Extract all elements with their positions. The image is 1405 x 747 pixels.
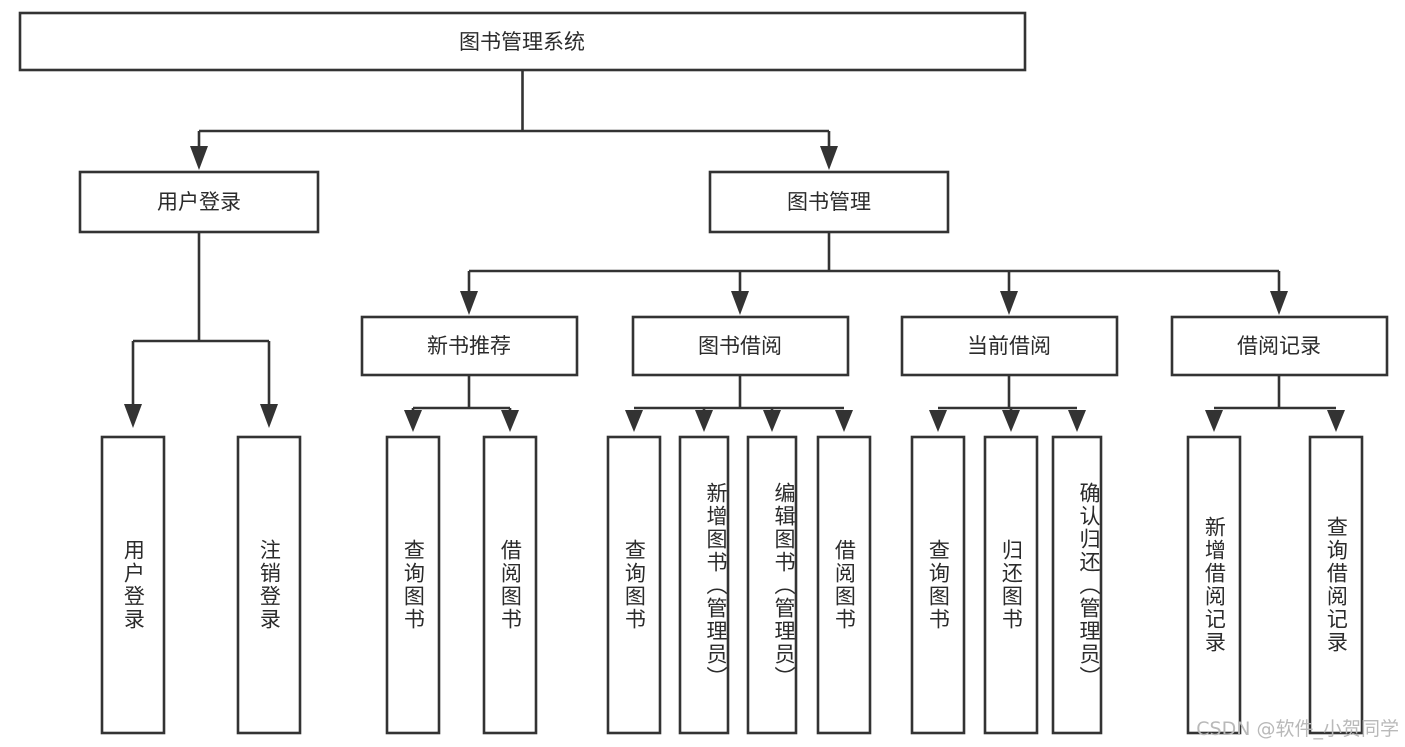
- leaf-box-return-book[interactable]: [983, 435, 1039, 735]
- arrow-current-borrow-leaf2-icon: [1002, 410, 1020, 432]
- leaf-box-query-book-rec[interactable]: [385, 435, 441, 735]
- node-user-login[interactable]: 用户登录: [78, 170, 320, 234]
- connector-group-new-book-rec: [404, 375, 519, 432]
- connector-group-borrow-record: [1205, 375, 1345, 432]
- node-book-manage-label: 图书管理: [787, 190, 871, 214]
- arrow-book-borrow-leaf4-icon: [835, 410, 853, 432]
- arrow-to-new-book-rec-icon: [460, 291, 478, 315]
- arrow-root-to-user-login-icon: [190, 146, 208, 170]
- leaf-box-borrow-book-rec[interactable]: [482, 435, 538, 735]
- arrow-borrow-record-leaf1-icon: [1205, 410, 1223, 432]
- node-book-manage-box[interactable]: [708, 170, 950, 234]
- leaf-boxes: [100, 435, 1364, 735]
- arrow-new-book-rec-leaf1-icon: [404, 410, 422, 432]
- node-root-label: 图书管理系统: [459, 30, 585, 54]
- node-book-borrow-label: 图书借阅: [698, 334, 782, 358]
- leaf-box-query-record[interactable]: [1308, 435, 1364, 735]
- arrow-current-borrow-leaf3-icon: [1068, 410, 1086, 432]
- connector-group-book-manage: [460, 232, 1288, 315]
- arrow-to-borrow-record-icon: [1270, 291, 1288, 315]
- node-book-borrow[interactable]: 图书借阅: [631, 315, 850, 377]
- connector-group-root: [190, 70, 838, 170]
- node-current-borrow-box[interactable]: [900, 315, 1119, 377]
- arrow-current-borrow-leaf1-icon: [929, 410, 947, 432]
- leaf-box-confirm-return[interactable]: [1051, 435, 1103, 735]
- arrow-root-to-book-manage-icon: [820, 146, 838, 170]
- leaf-box-query-book-cb[interactable]: [910, 435, 966, 735]
- arrow-to-book-borrow-icon: [731, 291, 749, 315]
- arrow-book-borrow-leaf3-icon: [763, 410, 781, 432]
- node-root[interactable]: 图书管理系统: [18, 11, 1027, 72]
- arrow-user-login-to-leaf2-icon: [260, 404, 278, 428]
- node-borrow-record-box[interactable]: [1170, 315, 1389, 377]
- node-book-manage[interactable]: 图书管理: [708, 170, 950, 234]
- node-current-borrow-label: 当前借阅: [967, 334, 1051, 358]
- arrow-to-current-borrow-icon: [1000, 291, 1018, 315]
- leaf-box-add-record[interactable]: [1186, 435, 1242, 735]
- node-root-box[interactable]: [18, 11, 1027, 72]
- connector-group-book-borrow: [625, 375, 853, 432]
- node-new-book-rec[interactable]: 新书推荐: [360, 315, 579, 377]
- leaf-box-edit-book[interactable]: [746, 435, 798, 735]
- csdn-watermark: CSDN @软件_小贺同学: [1196, 718, 1399, 740]
- node-new-book-rec-box[interactable]: [360, 315, 579, 377]
- arrow-borrow-record-leaf2-icon: [1327, 410, 1345, 432]
- arrow-user-login-to-leaf1-icon: [124, 404, 142, 428]
- connector-group-current-borrow: [929, 375, 1086, 432]
- arrow-new-book-rec-leaf2-icon: [501, 410, 519, 432]
- leaf-box-borrow-book-bb[interactable]: [816, 435, 872, 735]
- leaf-box-user-login[interactable]: [100, 435, 166, 735]
- node-new-book-rec-label: 新书推荐: [427, 334, 511, 358]
- arrow-book-borrow-leaf1-icon: [625, 410, 643, 432]
- node-user-login-box[interactable]: [78, 170, 320, 234]
- node-book-borrow-box[interactable]: [631, 315, 850, 377]
- leaf-box-logout[interactable]: [236, 435, 302, 735]
- arrow-book-borrow-leaf2-icon: [695, 410, 713, 432]
- connector-group-user-login: [124, 232, 278, 428]
- node-user-login-label: 用户登录: [157, 190, 241, 214]
- node-current-borrow[interactable]: 当前借阅: [900, 315, 1119, 377]
- leaf-box-query-book-bb[interactable]: [606, 435, 662, 735]
- node-borrow-record[interactable]: 借阅记录: [1170, 315, 1389, 377]
- leaf-box-add-book[interactable]: [678, 435, 730, 735]
- node-borrow-record-label: 借阅记录: [1237, 334, 1321, 358]
